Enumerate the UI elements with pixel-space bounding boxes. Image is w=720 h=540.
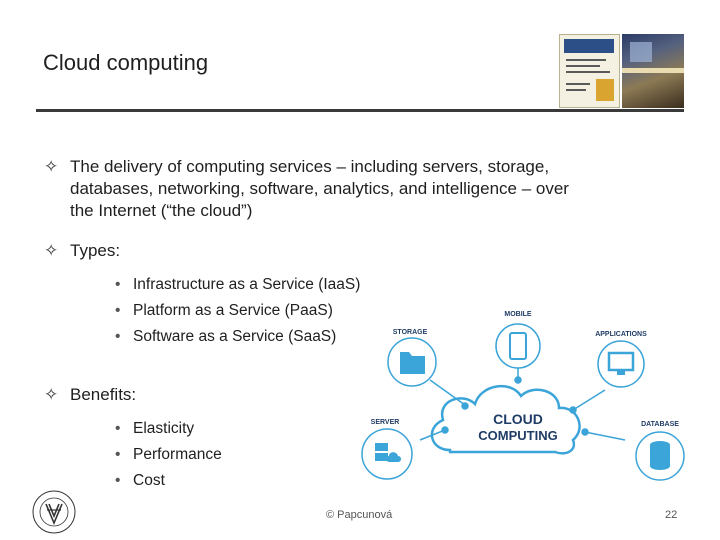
list-item: Platform as a Service (PaaS) <box>133 302 333 319</box>
slide-title: Cloud computing <box>43 50 209 75</box>
server-icon <box>375 443 401 462</box>
types-heading: Types: <box>70 241 121 260</box>
types-list: •Infrastructure as a Service (IaaS) •Pla… <box>115 276 361 345</box>
definition-line: databases, networking, software, analyti… <box>70 179 569 198</box>
node-label-applications: APPLICATIONS <box>595 331 647 338</box>
book-cover-image <box>559 34 620 108</box>
benefits-heading: Benefits: <box>70 385 137 404</box>
node-label-mobile: MOBILE <box>504 311 532 318</box>
bullet-star-icon: ✧ <box>44 157 59 176</box>
bullet-benefits: ✧ Benefits: <box>44 384 137 406</box>
cloud-computing-diagram: CLOUD COMPUTING MOBILE STORAGE APPLICATI… <box>361 311 685 481</box>
footer-author: © Papcunová <box>326 509 393 521</box>
page-number: 22 <box>665 509 678 521</box>
node-label-database: DATABASE <box>641 421 679 428</box>
database-icon <box>650 441 670 470</box>
benefits-list: •Elasticity •Performance •Cost <box>115 420 222 489</box>
book-cover-image-2 <box>622 34 684 108</box>
folder-icon <box>400 352 425 374</box>
university-seal-logo <box>32 490 76 534</box>
definition-line: the Internet (“the cloud”) <box>70 201 253 220</box>
bullet-definition: ✧ The delivery of computing services – i… <box>44 156 569 222</box>
mobile-icon <box>509 332 527 360</box>
cloud-icon <box>430 384 581 455</box>
bullet-star-icon: ✧ <box>44 385 59 404</box>
diagram-center-label: CLOUD <box>493 411 543 427</box>
list-item: Cost <box>133 472 165 489</box>
list-item: Infrastructure as a Service (IaaS) <box>133 276 361 293</box>
diagram-center-label: COMPUTING <box>478 428 557 443</box>
monitor-icon <box>607 351 635 375</box>
node-label-server: SERVER <box>371 419 400 426</box>
bullet-star-icon: ✧ <box>44 241 59 260</box>
list-item: Software as a Service (SaaS) <box>133 328 337 345</box>
title-divider <box>36 109 684 112</box>
list-item: Performance <box>133 446 222 463</box>
definition-line: The delivery of computing services – inc… <box>70 157 550 176</box>
bullet-types: ✧ Types: <box>44 240 121 262</box>
list-item: Elasticity <box>133 420 195 437</box>
node-label-storage: STORAGE <box>393 329 428 336</box>
